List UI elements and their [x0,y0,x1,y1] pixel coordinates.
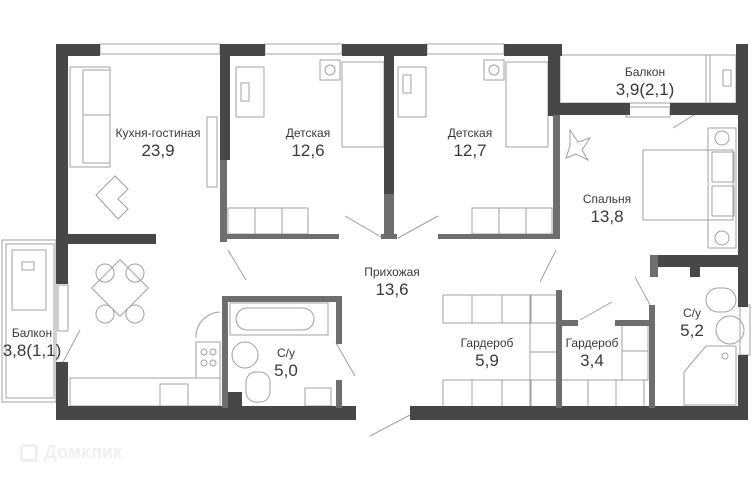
room-label-bathroom-1: С/у 5,0 [274,346,298,380]
room-name: Детская [447,126,493,140]
room-label-bedroom: Спальня 13,8 [582,192,632,226]
room-area: 3,8(1,1) [2,340,62,360]
room-area: 5,0 [274,360,298,380]
watermark-text: Домклик [44,442,122,462]
room-name: С/у [276,346,295,360]
room-label-wardrobe-2: Гардероб 3,4 [565,336,619,370]
watermark: Домклик [20,442,122,463]
room-area: 23,9 [141,140,175,160]
room-name: Прихожая [364,265,420,279]
domclick-logo-icon [20,443,38,462]
room-label-kitchen-living: Кухня-гостиная 23,9 [115,126,201,160]
room-area: 3,4 [580,350,604,370]
room-area: 5,9 [475,350,499,370]
room-area: 5,2 [680,320,704,340]
room-name: Кухня-гостиная [115,126,201,140]
room-area: 13,6 [375,279,409,299]
room-label-hallway: Прихожая 13,6 [364,265,420,299]
room-area: 12,7 [453,140,487,160]
room-name: Балкон [11,326,53,340]
room-label-kids-room-1: Детская 12,6 [285,126,331,160]
room-name: Балкон [624,65,666,79]
room-area: 12,6 [291,140,325,160]
room-name: Детская [285,126,331,140]
room-area: 3,9(2,1) [615,79,675,99]
room-name: С/у [682,306,701,320]
room-label-balcony-left: Балкон 3,8(1,1) [2,326,62,360]
room-label-wardrobe-1: Гардероб 5,9 [460,336,514,370]
room-name: Гардероб [460,336,514,350]
room-label-bathroom-2: С/у 5,2 [680,306,704,340]
room-name: Спальня [582,192,632,206]
room-area: 13,8 [590,206,624,226]
room-label-balcony-top: Балкон 3,9(2,1) [615,65,675,99]
room-name: Гардероб [565,336,619,350]
room-label-kids-room-2: Детская 12,7 [447,126,493,160]
